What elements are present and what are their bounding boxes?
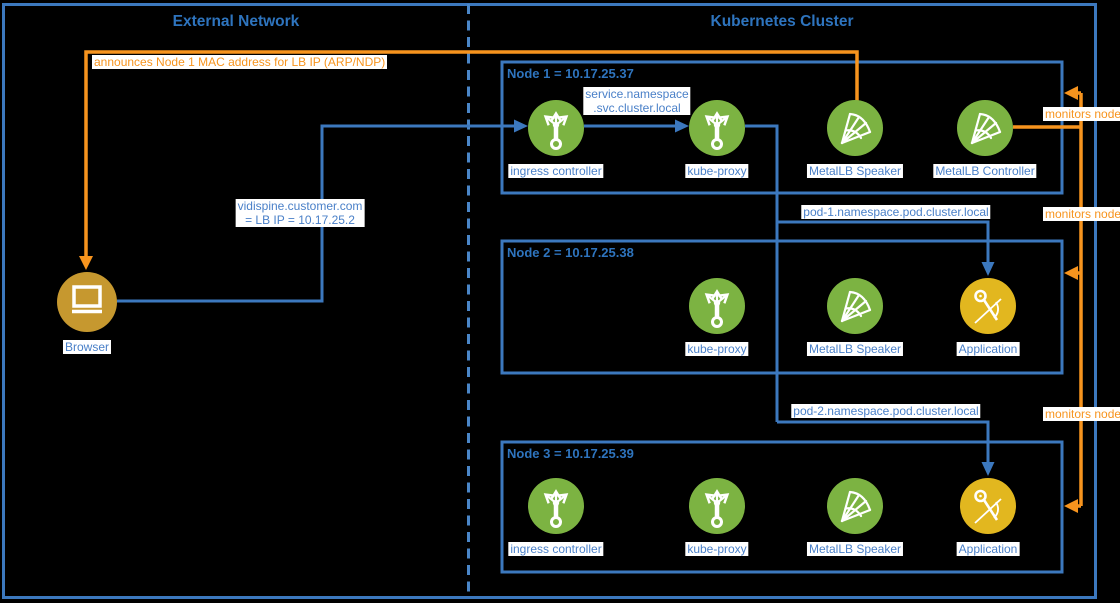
- node-3-title: Node 3 = 10.17.25.39: [507, 446, 634, 461]
- announce-line: [84, 50, 859, 256]
- arrowhead-monitors-node3: [1064, 499, 1078, 513]
- pod1-line: [777, 220, 990, 262]
- node1-ingress-controller-icon: [528, 100, 584, 156]
- node1-metallb-controller-label: MetalLB Controller: [933, 164, 1037, 178]
- node1-kube-proxy-label: kube-proxy: [685, 164, 749, 178]
- dns-label: vidispine.customer.com = LB IP = 10.17.2…: [235, 199, 365, 227]
- node-2-box: [500, 239, 1064, 375]
- blue-arrowheads: [514, 119, 995, 476]
- kubernetes-cluster-title: Kubernetes Cluster: [710, 13, 854, 30]
- announce-label: announces Node 1 MAC address for LB IP (…: [92, 55, 388, 69]
- node1-metallb-speaker-label: MetalLB Speaker: [806, 164, 904, 178]
- arrowhead-into-app-node3: [981, 462, 995, 476]
- node1-metallb-speaker-icon: [827, 100, 883, 156]
- browser-icon: [57, 272, 117, 332]
- arrowhead-into-app-node2: [981, 262, 995, 276]
- orange-arrowheads: [79, 86, 1078, 513]
- node2-metallb-speaker-icon: [827, 278, 883, 334]
- arrowhead-into-kubeproxy: [675, 119, 689, 133]
- external-network-title: External Network: [172, 13, 300, 30]
- diagram-outer-border: [2, 3, 1097, 599]
- node2-kube-proxy-icon: [689, 278, 745, 334]
- node2-application-icon: [960, 278, 1016, 334]
- service-dns-line1: service.namespace: [585, 87, 689, 101]
- pod2-dns-label: pod-2.namespace.pod.cluster.local: [791, 404, 981, 418]
- node3-application-label: Application: [956, 542, 1020, 556]
- dns-label-line1: vidispine.customer.com: [237, 199, 363, 213]
- node-2-title: Node 2 = 10.17.25.38: [507, 245, 634, 260]
- node3-metallb-speaker-label: MetalLB Speaker: [806, 542, 904, 556]
- arrowhead-monitors-node2: [1064, 266, 1078, 280]
- monitors-node-label-2: monitors node: [1043, 207, 1120, 221]
- node1-metallb-controller-icon: [957, 100, 1013, 156]
- service-dns-line2: .svc.cluster.local: [593, 101, 681, 115]
- node2-metallb-speaker-label: MetalLB Speaker: [806, 342, 904, 356]
- arrowhead-into-browser: [79, 256, 93, 270]
- monitors-node-label-3: monitors node: [1043, 407, 1120, 421]
- node2-kube-proxy-label: kube-proxy: [685, 342, 749, 356]
- pod2-line: [777, 420, 990, 462]
- node3-application-icon: [960, 478, 1016, 534]
- node3-metallb-speaker-icon: [827, 478, 883, 534]
- node1-kube-proxy-icon: [689, 100, 745, 156]
- node-3-box: [500, 440, 1064, 574]
- node-1-title: Node 1 = 10.17.25.37: [507, 66, 634, 81]
- service-dns-label: service.namespace .svc.cluster.local: [583, 87, 691, 115]
- pod1-dns-label: pod-1.namespace.pod.cluster.local: [801, 205, 991, 219]
- node3-ingress-controller-icon: [528, 478, 584, 534]
- kubeproxy-down-line: [745, 124, 779, 422]
- node2-application-label: Application: [956, 342, 1020, 356]
- arrowhead-monitors-node1: [1064, 86, 1078, 100]
- node3-ingress-controller-label: ingress controller: [508, 542, 604, 556]
- dns-label-line2: = LB IP = 10.17.25.2: [245, 213, 355, 227]
- browser-label: Browser: [62, 340, 112, 354]
- node3-kube-proxy-icon: [689, 478, 745, 534]
- orange-connectors: [84, 50, 1083, 508]
- node3-kube-proxy-label: kube-proxy: [685, 542, 749, 556]
- arrowhead-into-ingress: [514, 119, 528, 133]
- node1-ingress-controller-label: ingress controller: [508, 164, 604, 178]
- monitors-node-label-1: monitors node: [1043, 107, 1120, 121]
